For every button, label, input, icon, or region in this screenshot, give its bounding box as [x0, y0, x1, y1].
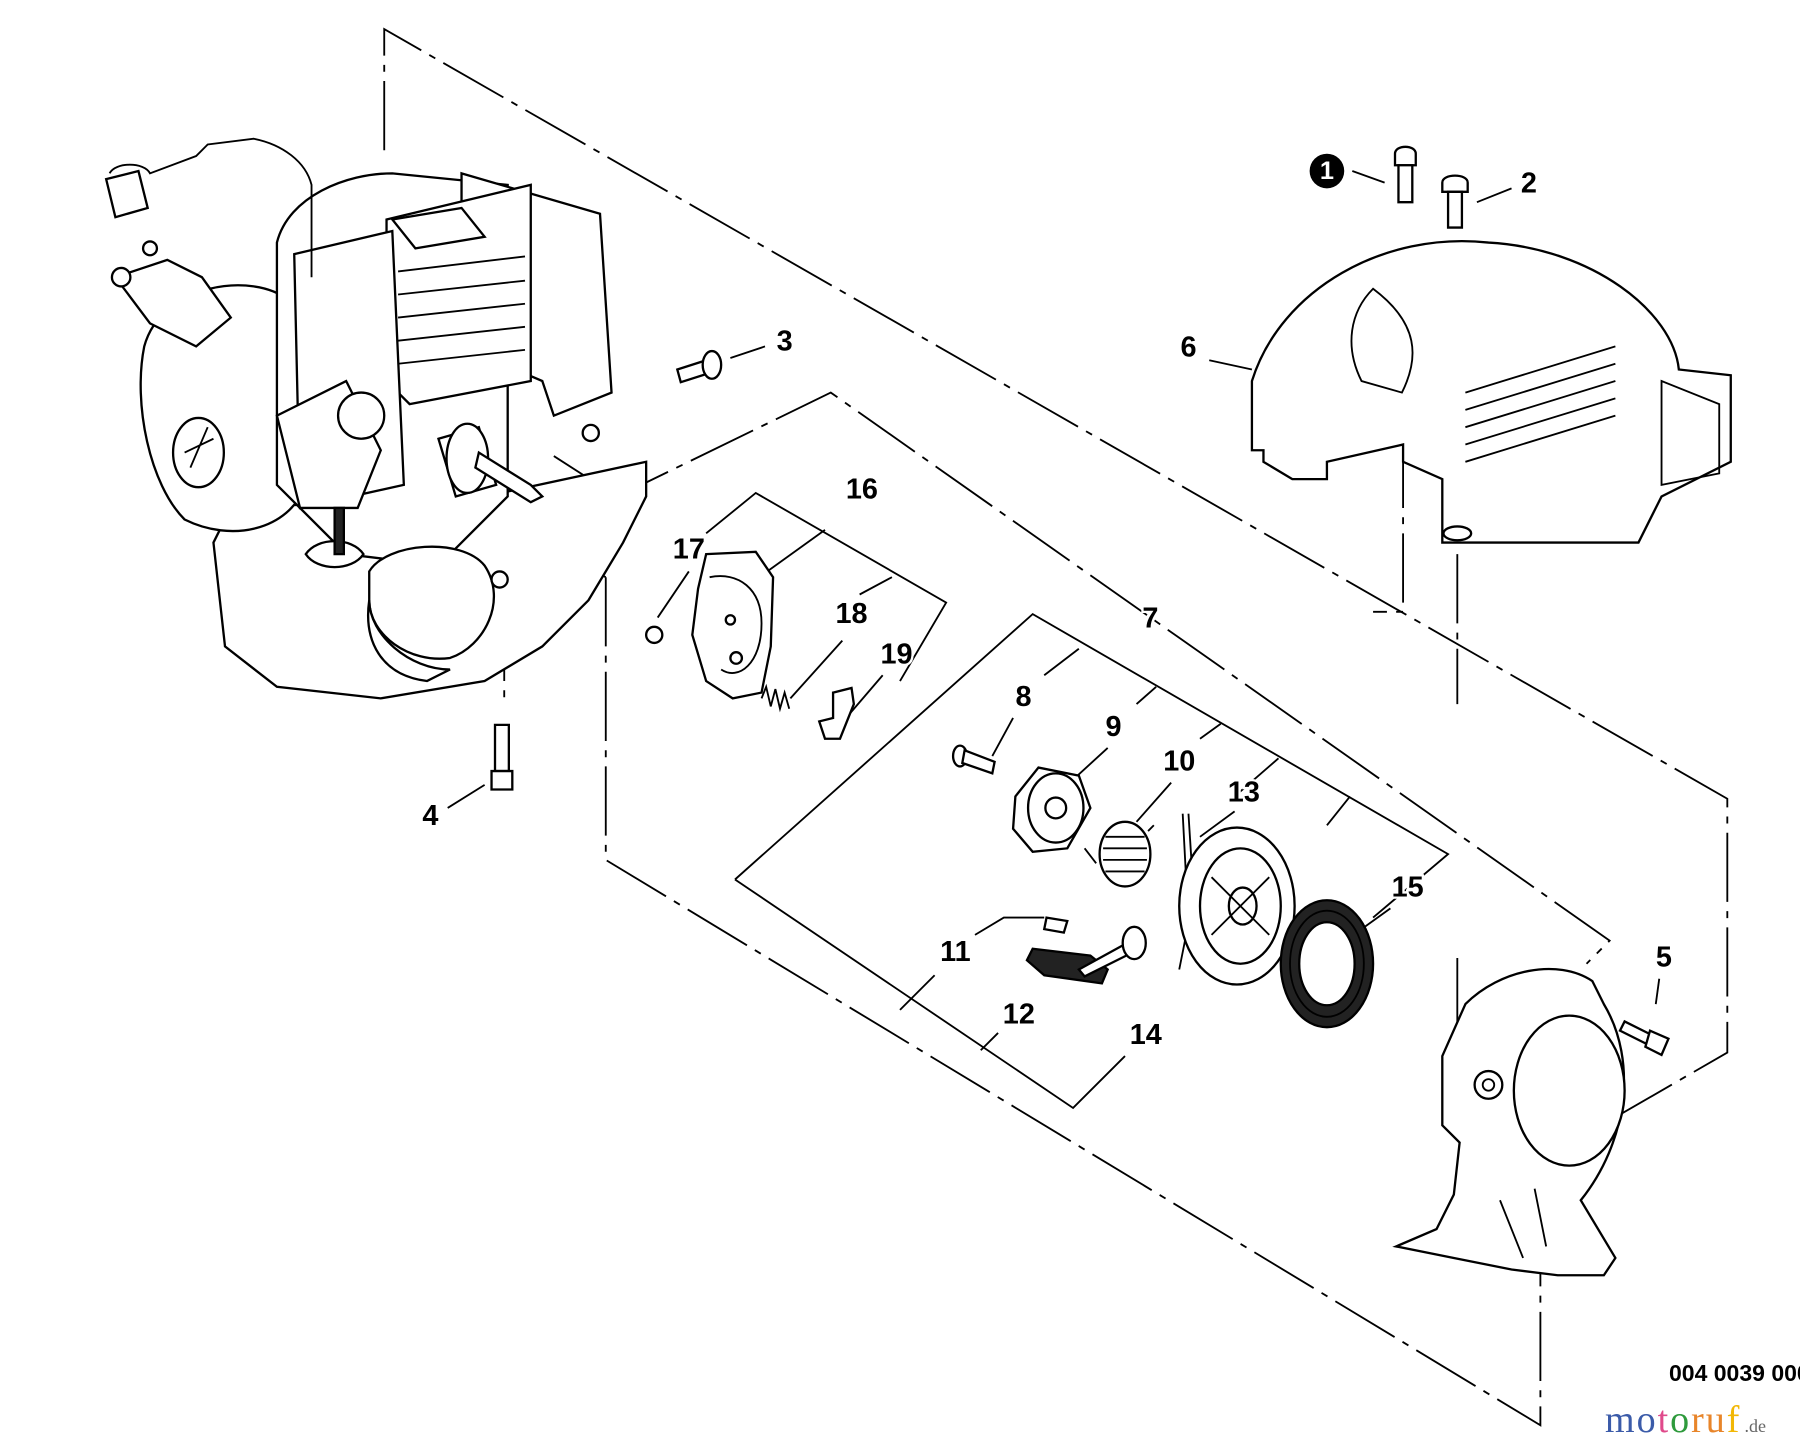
callout-6: 6: [1180, 331, 1196, 363]
bolt-2: [1441, 174, 1469, 229]
watermark-logo: motoruf.de: [1605, 1400, 1766, 1440]
callout-8: 8: [1015, 681, 1031, 713]
watermark-letter: r: [1691, 1399, 1704, 1441]
callout-10: 10: [1163, 746, 1195, 778]
watermark-letter: o: [1636, 1399, 1656, 1441]
callout-7: 7: [1142, 603, 1158, 635]
callout-16: 16: [846, 473, 878, 505]
callout-11: 11: [940, 936, 970, 968]
pawl: [817, 686, 856, 740]
pawl-carrier: [691, 550, 775, 700]
recoil-spring: [1279, 899, 1375, 1029]
watermark-letter: t: [1657, 1399, 1669, 1441]
retainer-plate: [1011, 766, 1092, 854]
callout-9: 9: [1105, 711, 1121, 743]
callout-13: 13: [1228, 777, 1260, 809]
rope-reel: [1178, 826, 1296, 986]
e-clip: [644, 625, 664, 645]
starter-handle: [1025, 925, 1147, 985]
clip: [1042, 916, 1069, 934]
watermark-letter: m: [1605, 1399, 1635, 1441]
pawl-spring: [760, 683, 791, 713]
engine-cover: [1250, 240, 1732, 544]
callout-4: 4: [422, 800, 438, 832]
starter-housing: [1392, 967, 1626, 1277]
bolt-4: [490, 723, 514, 791]
group-brackets: [705, 491, 1450, 1110]
callout-3: 3: [777, 326, 793, 358]
callout-18: 18: [835, 598, 867, 630]
bolt-1: [1393, 145, 1417, 204]
callout-17: 17: [673, 533, 705, 565]
callout-label: 1: [1320, 157, 1334, 185]
watermark-tld: .de: [1744, 1416, 1766, 1436]
watermark-letter: u: [1705, 1399, 1725, 1441]
callout-12: 12: [1003, 998, 1035, 1030]
screw-8: [951, 744, 996, 775]
callout-2: 2: [1521, 168, 1537, 200]
callout-19: 19: [880, 638, 912, 670]
callout-14: 14: [1130, 1019, 1162, 1051]
diagram-code: 004 0039 000: [1669, 1360, 1800, 1386]
callout-1: 1: [1309, 153, 1345, 189]
bolt-3: [675, 349, 723, 384]
callout-5: 5: [1656, 942, 1672, 974]
watermark-letter: f: [1726, 1399, 1740, 1441]
return-spring: [1083, 820, 1155, 888]
callout-15: 15: [1392, 871, 1424, 903]
watermark-letter: o: [1670, 1399, 1690, 1441]
engine-assembly: [104, 137, 648, 700]
bolt-5: [1618, 1019, 1670, 1057]
